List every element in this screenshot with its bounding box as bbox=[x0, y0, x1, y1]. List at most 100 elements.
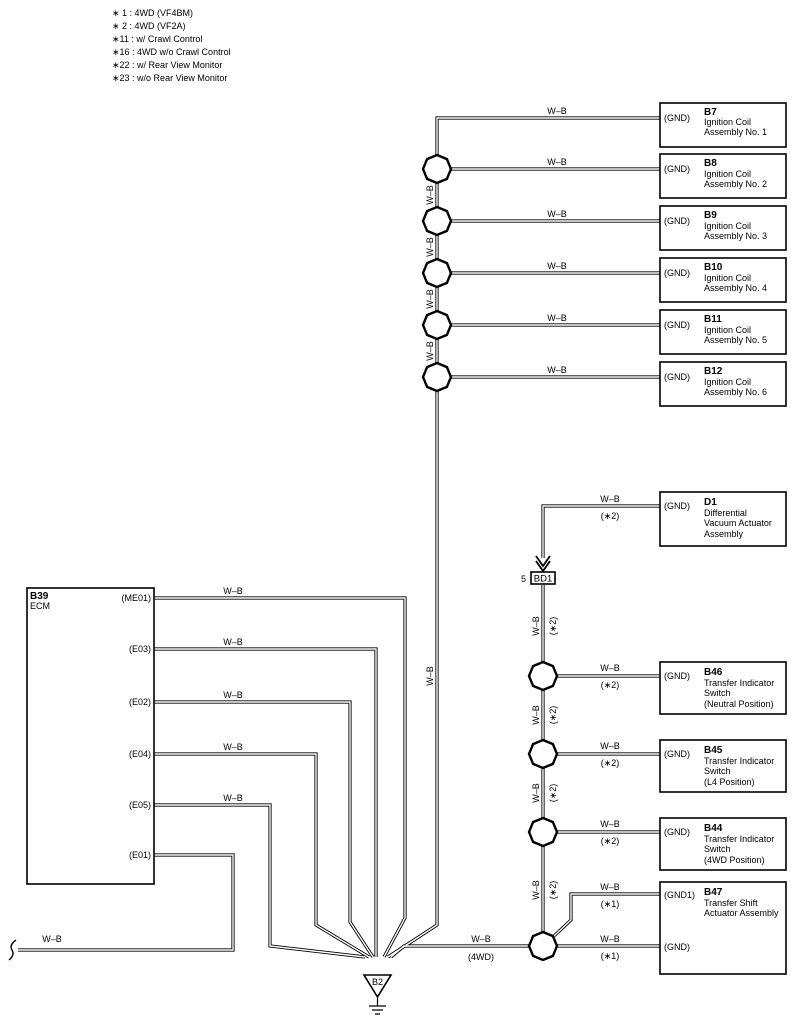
component-code: B11 bbox=[704, 314, 722, 325]
pin-label: (GND) bbox=[664, 942, 690, 952]
pin-label: (GND) bbox=[664, 671, 690, 681]
wire-note-label: (∗2) bbox=[601, 511, 620, 521]
pin-label: (GND) bbox=[664, 501, 690, 511]
wire-note-label: (∗1) bbox=[601, 899, 620, 909]
wire-color-label: W–B bbox=[425, 185, 435, 205]
ecm-pin-label: (E04) bbox=[129, 749, 151, 759]
transfer-switch-b45: (GND) B45 Transfer Indicator Switch (L4 … bbox=[659, 739, 787, 793]
component-box bbox=[659, 739, 787, 793]
component-name: Ignition Coil bbox=[704, 221, 751, 231]
component-code: B47 bbox=[704, 887, 723, 898]
ecm-pin-label: (E05) bbox=[129, 800, 151, 810]
wire-color-label: W–B bbox=[547, 209, 567, 219]
ignition-coil-b7: (GND) B7 Ignition Coil Assembly No. 1 bbox=[659, 102, 787, 148]
ecm-pin-label: (ME01) bbox=[121, 593, 151, 603]
wire-ecm-e03 bbox=[154, 647, 378, 957]
component-box bbox=[659, 661, 787, 715]
wire-color-label: W–B bbox=[531, 705, 541, 725]
connector-box bbox=[530, 571, 556, 585]
wire-color-label: W–B bbox=[600, 819, 620, 829]
wire-note-label: (∗1) bbox=[601, 951, 620, 961]
component-code: B46 bbox=[704, 667, 723, 678]
component-name: Assembly No. 4 bbox=[704, 283, 767, 293]
component-name: Transfer Indicator bbox=[704, 678, 774, 688]
ecm-code: B39 bbox=[30, 591, 49, 602]
wire-note-label: (∗2) bbox=[548, 881, 558, 900]
component-name: Assembly No. 5 bbox=[704, 335, 767, 345]
wire-ecm-me01-core bbox=[154, 597, 406, 958]
ground-code: B2 bbox=[372, 977, 383, 987]
legend-line: ∗11 : w/ Crawl Control bbox=[112, 34, 202, 44]
splice-junction bbox=[421, 257, 453, 289]
component-name: Actuator Assembly bbox=[704, 908, 779, 918]
legend-line: ∗23 : w/o Rear View Monitor bbox=[112, 73, 227, 83]
wire-color-label: W–B bbox=[223, 742, 243, 752]
pin-label: (GND) bbox=[664, 164, 690, 174]
component-name: Assembly No. 2 bbox=[704, 179, 767, 189]
diff-actuator-d1: (GND) D1 Differential Vacuum Actuator As… bbox=[659, 491, 787, 547]
legend-line: ∗16 : 4WD w/o Crawl Control bbox=[112, 47, 231, 57]
connector-arrow bbox=[535, 555, 551, 573]
wire-note-label: (∗2) bbox=[601, 680, 620, 690]
splice-junction bbox=[527, 738, 559, 770]
wire-labels: W–B W–B W–B W–B W–B W–B W–B W–B W–B W–B … bbox=[42, 106, 620, 962]
wire-color-label: W–B bbox=[223, 586, 243, 596]
component-name: Ignition Coil bbox=[704, 377, 751, 387]
wire-color-label: W–B bbox=[425, 237, 435, 257]
wire-ecm-e02 bbox=[154, 700, 375, 958]
component-code: B12 bbox=[704, 366, 723, 377]
splice-junction bbox=[421, 153, 453, 185]
wire-ecm-me01 bbox=[154, 596, 407, 958]
component-name: (L4 Position) bbox=[704, 777, 755, 787]
component-code: B9 bbox=[704, 210, 717, 221]
wire-ecm-e04-core bbox=[154, 753, 370, 958]
pin-label: (GND) bbox=[664, 827, 690, 837]
pin-label: (GND) bbox=[664, 113, 690, 123]
wire-note-label: (∗2) bbox=[601, 758, 620, 768]
connector-bd1: BD1 5 bbox=[521, 555, 556, 585]
wire-color-label: W–B bbox=[600, 934, 620, 944]
ignition-coil-b11: (GND) B11 Ignition Coil Assembly No. 5 bbox=[659, 309, 787, 355]
ground-lines bbox=[369, 997, 386, 1015]
component-name: Assembly No. 6 bbox=[704, 387, 767, 397]
wire-ecm-e05-core bbox=[154, 804, 366, 958]
wire-color-label: W–B bbox=[547, 313, 567, 323]
wire-ground-to-transfer-core bbox=[390, 945, 543, 958]
wire-note-label: (∗2) bbox=[548, 784, 558, 803]
component-box bbox=[659, 205, 787, 251]
component-code: B44 bbox=[704, 823, 723, 834]
legend-line: ∗22 : w/ Rear View Monitor bbox=[112, 60, 222, 70]
wire-color-label: W–B bbox=[547, 261, 567, 271]
component-name: Differential bbox=[704, 508, 747, 518]
component-name: Assembly No. 1 bbox=[704, 127, 767, 137]
pin-label: (GND) bbox=[664, 216, 690, 226]
connector-pin-number: 5 bbox=[521, 574, 526, 584]
pin-label: (GND) bbox=[664, 749, 690, 759]
wire-color-label: W–B bbox=[600, 882, 620, 892]
component-box bbox=[659, 491, 787, 547]
component-name: Transfer Indicator bbox=[704, 756, 774, 766]
component-box bbox=[659, 102, 787, 148]
connector-code: BD1 bbox=[534, 574, 552, 585]
junctions bbox=[421, 153, 559, 962]
component-name: Assembly No. 3 bbox=[704, 231, 767, 241]
component-name: Vacuum Actuator bbox=[704, 518, 772, 528]
wire-color-label: W–B bbox=[223, 637, 243, 647]
component-name: Ignition Coil bbox=[704, 273, 751, 283]
component-name: Ignition Coil bbox=[704, 117, 751, 127]
wire-ecm-e01-core bbox=[18, 854, 234, 951]
component-box bbox=[659, 257, 787, 303]
pin-label: (GND) bbox=[664, 268, 690, 278]
component-name: Switch bbox=[704, 844, 731, 854]
wire-color-label: W–B bbox=[547, 365, 567, 375]
component-code: D1 bbox=[704, 497, 717, 508]
ecm-pin-label: (E03) bbox=[129, 644, 151, 654]
wire-ecm-e02-core bbox=[154, 701, 374, 958]
wire-note-label: (∗2) bbox=[548, 617, 558, 636]
splice-junction bbox=[421, 309, 453, 341]
wire-note-label: (∗2) bbox=[548, 706, 558, 725]
legend-line: ∗ 2 : 4WD (VF2A) bbox=[112, 21, 186, 31]
ignition-coil-b12: (GND) B12 Ignition Coil Assembly No. 6 bbox=[659, 361, 787, 407]
ignition-coil-b9: (GND) B9 Ignition Coil Assembly No. 3 bbox=[659, 205, 787, 251]
ground-triangle bbox=[362, 974, 393, 999]
